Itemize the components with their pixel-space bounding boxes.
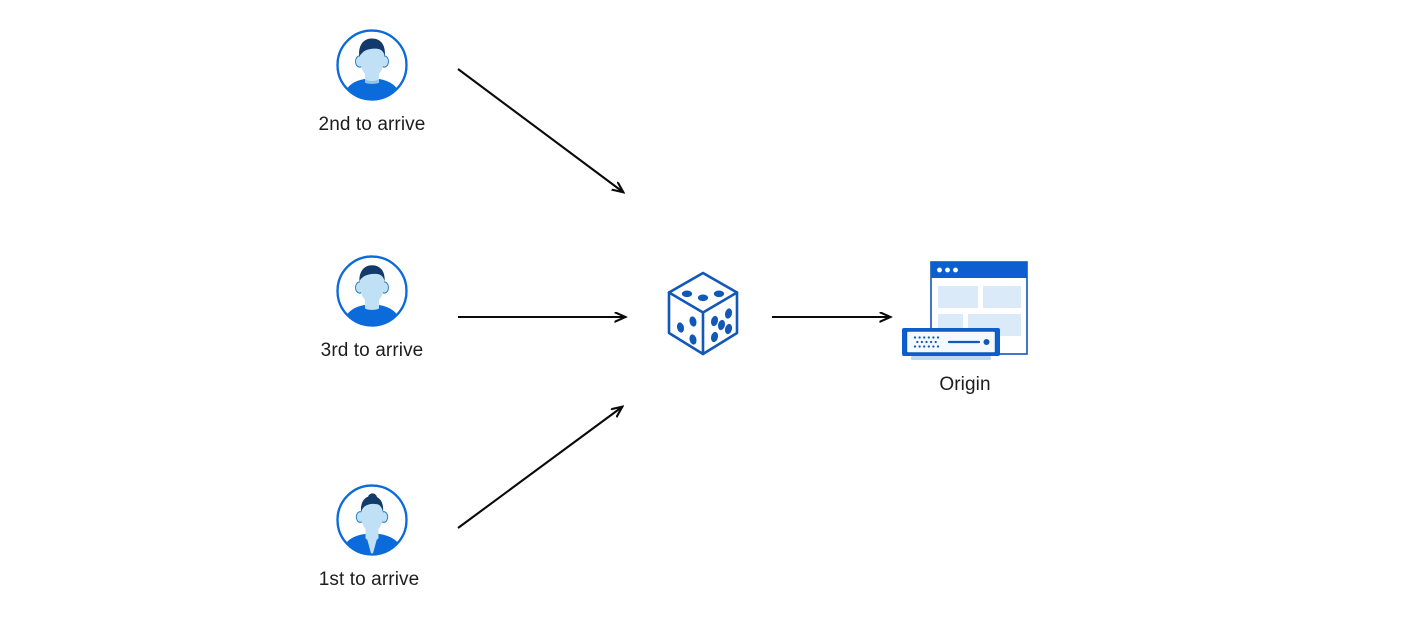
node-label-client-middle: 3rd to arrive [320,340,424,361]
dice-icon [667,271,739,356]
origin-server-icon [902,261,1028,360]
avatar [335,483,409,557]
node-label-client-bottom: 1st to arrive [318,569,420,590]
user-avatar-icon [336,29,408,101]
node-label-origin: Origin [939,374,991,395]
node-origin[interactable]: Origin [893,258,1033,395]
user-avatar-icon [336,255,408,327]
node-label-client-top: 2nd to arrive [318,114,426,135]
user-avatar-icon [336,484,408,556]
arrow-client-bottom-to-dice [457,407,622,529]
avatar [335,28,409,102]
router-device [902,328,1000,360]
avatar [335,254,409,328]
node-randomizer[interactable] [658,267,748,363]
